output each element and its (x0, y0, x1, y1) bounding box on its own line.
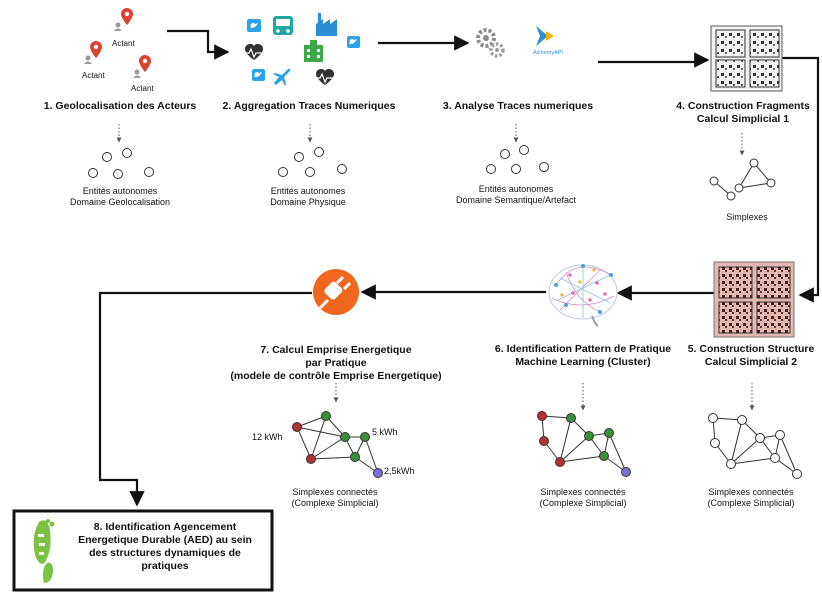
step-4-title-line-2: Calcul Simplicial 1 (696, 113, 790, 125)
entity-circles (88, 145, 549, 179)
person-icon (114, 22, 122, 31)
twitter-icon (347, 36, 360, 48)
arrow-1-to-2 (167, 29, 230, 60)
factory-icon (316, 13, 337, 36)
heartbeat-icon (243, 43, 264, 60)
step-3-title: 3. Analyse Traces numeriques (442, 100, 594, 112)
step-4-title-line-1: 4. Construction Fragments (676, 100, 810, 112)
structure-matrix-icon (713, 261, 795, 338)
twitter-icon (252, 69, 265, 81)
arrow-4-to-5 (782, 56, 820, 303)
step-1-title: 1. Geolocalisation des Acteurs (43, 100, 197, 112)
flow-arrows (98, 29, 820, 507)
step-2-caption-2: Domaine Physique (270, 197, 346, 207)
step-2-caption-1: Entités autonomes (270, 186, 346, 196)
gears-icon (476, 28, 505, 58)
step-1-caption-2: Domaine Geolocalisation (69, 197, 171, 207)
step-6-caption-1: Simplexes connectés (540, 487, 626, 497)
step-6-caption-2: (Complexe Simplicial) (539, 498, 627, 508)
step-8-title-line-1: 8. Identification Agencement (93, 521, 237, 533)
brain-network-icon (548, 264, 618, 327)
arrow-3-to-4 (598, 52, 710, 68)
footprint-icon (33, 519, 55, 583)
energy-label-12kwh: 12 kWh (252, 432, 283, 442)
entities-group-1 (88, 148, 154, 179)
step-8-title-line-3: des structures dynamiques de (89, 547, 241, 559)
entities-group-3 (486, 145, 549, 174)
step-5-title-line-1: 5. Construction Structure (687, 343, 815, 355)
dotted-connectors (116, 124, 755, 411)
energy-label-5kwh: 5 kWh (372, 427, 398, 437)
step-7-title-line-1: 7. Calcul Emprise Energetique (260, 344, 412, 356)
network-step5 (708, 413, 802, 479)
analysis-icons (476, 26, 554, 58)
step-3-caption-1: Entités autonomes (478, 184, 554, 194)
actant-label: Actant (112, 39, 135, 48)
heartbeat-icon (314, 68, 335, 85)
twitter-icon (247, 19, 261, 32)
network-step6 (537, 411, 631, 477)
step-5-title-line-2: Calcul Simplicial 2 (704, 356, 798, 368)
bus-icon (273, 16, 293, 35)
airplane-icon (273, 68, 291, 86)
person-icon (84, 55, 92, 64)
power-plug-icon (313, 269, 359, 315)
step-6-title-line-1: 6. Identification Pattern de Pratique (494, 343, 672, 355)
actant-pins (84, 8, 151, 78)
location-pin-icon (90, 41, 102, 58)
step-1-caption-1: Entités autonomes (82, 186, 158, 196)
step-6-title-line-2: Machine Learning (Cluster) (515, 356, 651, 368)
step-7-title-line-2: par Pratique (305, 357, 367, 369)
entities-group-2 (278, 147, 347, 177)
fragment-matrix-icon (710, 25, 783, 92)
actant-label: Actant (82, 71, 105, 80)
trace-icons (243, 13, 360, 86)
arrow-7-to-8 (98, 291, 312, 507)
aed-box (12, 509, 274, 592)
step-7-title-line-3: (modele de contrôle Emprise Energetique) (230, 370, 442, 382)
step-5-caption-1: Simplexes connectés (708, 487, 794, 497)
simplex-fragments (709, 158, 776, 201)
actant-label: Actant (131, 84, 154, 93)
step-3-caption-2: Domaine Semantique/Artefact (455, 195, 577, 205)
hospital-icon (304, 40, 323, 62)
step-5-caption-2: (Complexe Simplicial) (707, 498, 795, 508)
step-7-caption-1: Simplexes connectés (292, 487, 378, 497)
step-8-title-line-2: Energetique Durable (AED) au sein (78, 534, 252, 546)
alchemyapi-logo-icon (536, 26, 554, 46)
step-4-caption: Simplexes (726, 212, 768, 222)
step-8-title-line-4: pratiques (141, 560, 189, 572)
person-icon (133, 69, 141, 78)
energy-label-2-5kwh: 2,5kWh (384, 466, 415, 476)
location-pin-icon (121, 8, 133, 25)
step-2-title: 2. Aggregation Traces Numeriques (222, 100, 396, 112)
step-7-caption-2: (Complexe Simplicial) (291, 498, 379, 508)
location-pin-icon (139, 55, 151, 72)
network-step7 (292, 411, 383, 478)
alchemyapi-label: AlchemyAPI (533, 50, 563, 56)
